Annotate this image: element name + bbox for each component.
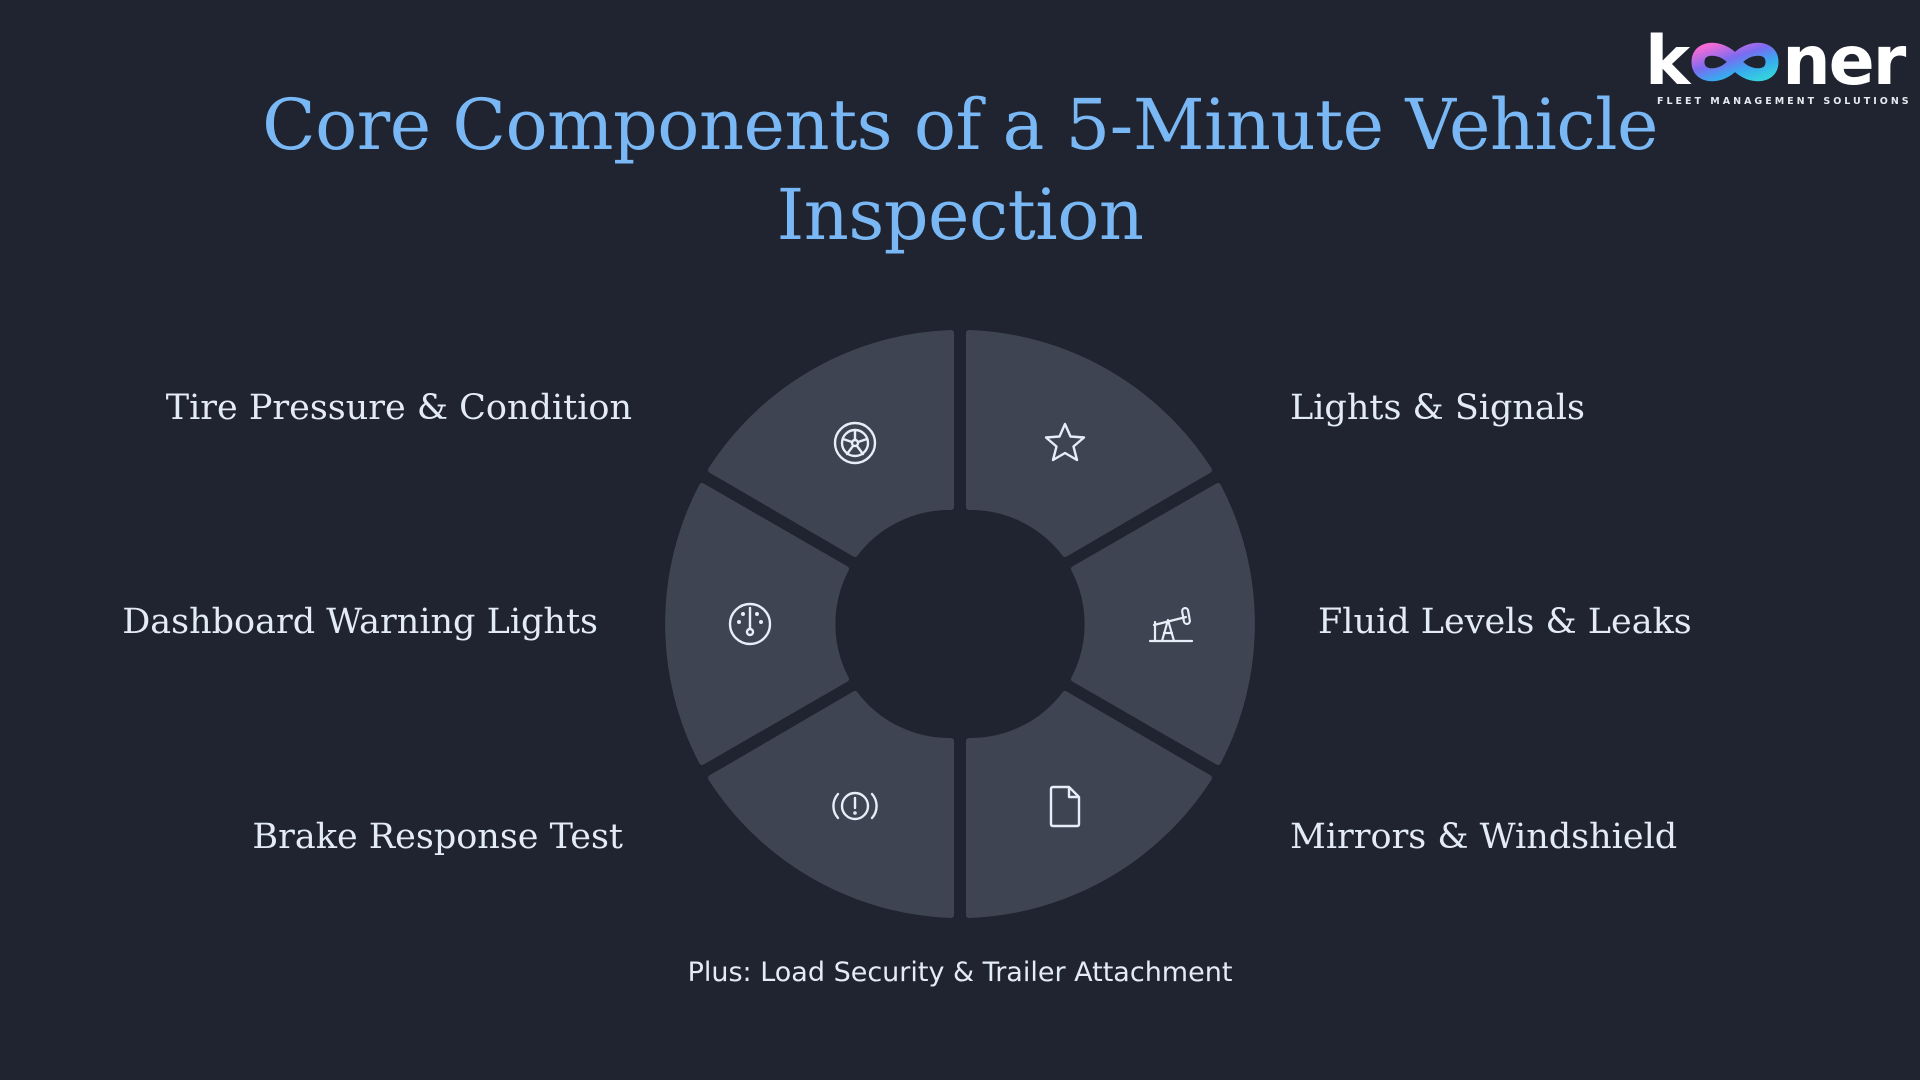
logo-tagline: FLEET MANAGEMENT SOLUTIONS	[1657, 96, 1912, 107]
segment-mirrors[interactable]	[966, 691, 1212, 918]
page-title: Core Components of a 5-Minute Vehicle In…	[0, 80, 1920, 260]
document-icon	[1041, 782, 1089, 830]
label-mirrors-windshield: Mirrors & Windshield	[1290, 817, 1678, 857]
segment-brake[interactable]	[708, 691, 954, 918]
logo-wordmark: k ner	[1645, 22, 1906, 101]
oil-pump-icon	[1146, 600, 1194, 648]
plus-note: Plus: Load Security & Trailer Attachment	[687, 957, 1233, 988]
brake-warning-icon	[831, 782, 879, 830]
segment-lights[interactable]	[966, 330, 1212, 557]
infinity-icon	[1691, 42, 1779, 82]
label-dashboard-warning: Dashboard Warning Lights	[122, 602, 598, 642]
label-brake-response: Brake Response Test	[252, 817, 623, 857]
gauge-icon	[726, 600, 774, 648]
title-line-1: Core Components of a 5-Minute Vehicle	[262, 84, 1658, 166]
label-tire-pressure: Tire Pressure & Condition	[165, 388, 632, 428]
label-fluid-levels: Fluid Levels & Leaks	[1318, 602, 1692, 642]
segment-fluid[interactable]	[1071, 483, 1255, 765]
title-line-2: Inspection	[776, 174, 1144, 256]
tire-icon	[831, 419, 879, 467]
segment-dashboard[interactable]	[665, 483, 849, 765]
kooner-logo: k ner FLEET MANAGEMENT SOLUTIONS	[1645, 28, 1915, 110]
segment-tire[interactable]	[708, 330, 954, 557]
star-icon	[1041, 419, 1089, 467]
label-lights-signals: Lights & Signals	[1290, 388, 1585, 428]
logo-letters-ner: ner	[1782, 22, 1906, 101]
logo-letter-k: k	[1645, 22, 1690, 101]
